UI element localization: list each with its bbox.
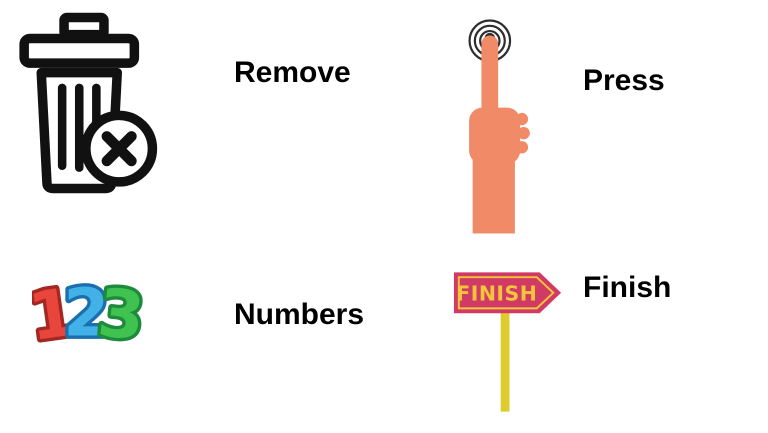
- item-remove[interactable]: Remove: [8, 8, 380, 204]
- finish-signpost-icon: FINISH: [452, 270, 564, 412]
- sign-trim: [457, 276, 555, 310]
- numbers-label: Numbers: [234, 298, 365, 331]
- tap-press-icon: [448, 6, 536, 248]
- digit-2: 2: [63, 278, 109, 350]
- remove-label: Remove: [234, 56, 351, 89]
- finish-label: Finish: [583, 271, 672, 304]
- sign-pole: [500, 289, 510, 412]
- pointing-hand: [469, 35, 530, 234]
- item-press[interactable]: Press: [448, 6, 710, 252]
- numbers-123-icon: 1 2 3: [32, 278, 150, 350]
- sign-board: [453, 272, 562, 314]
- item-numbers[interactable]: 1 2 3 Numbers: [32, 278, 378, 360]
- item-finish[interactable]: FINISH Finish: [452, 270, 714, 414]
- trash-delete-icon: [8, 8, 160, 200]
- digit-3: 3: [94, 278, 148, 350]
- finish-sign-text: FINISH: [456, 282, 537, 306]
- digit-1: 1: [32, 278, 80, 350]
- press-label: Press: [583, 64, 665, 97]
